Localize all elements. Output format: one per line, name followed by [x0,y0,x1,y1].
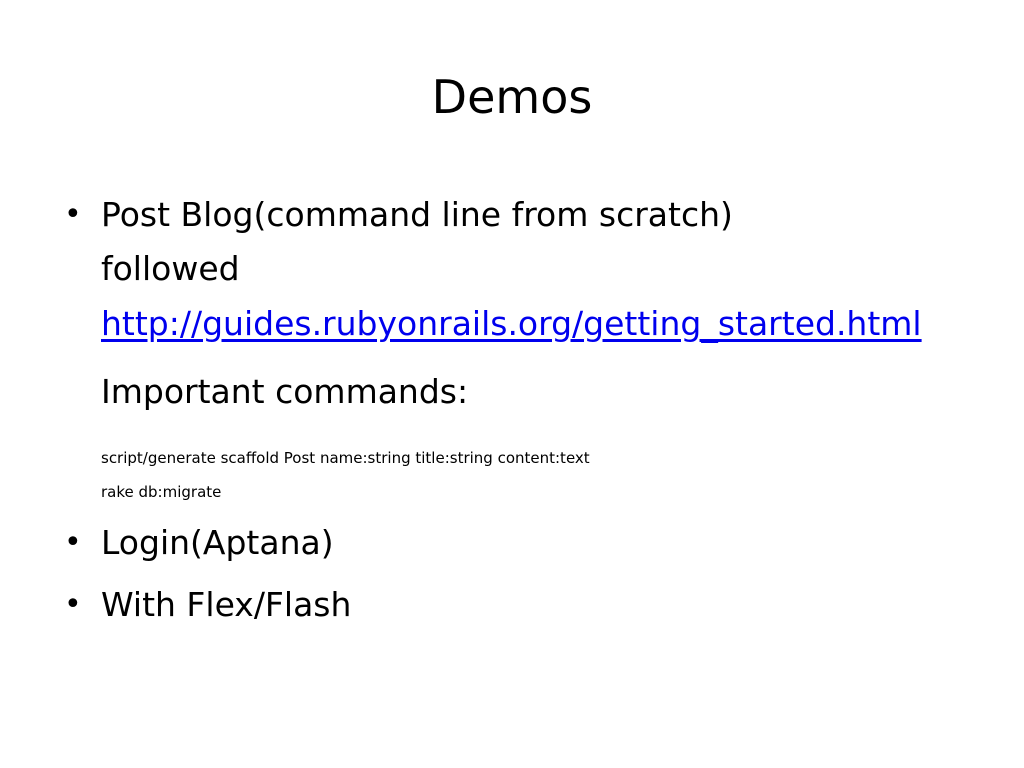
command-scaffold: script/generate scaffold Post name:strin… [101,449,590,467]
slide-title: Demos [431,70,593,124]
command-migrate: rake db:migrate [101,483,222,501]
bullet-flex-flash: • With Flex/Flash [60,578,980,632]
bullet-dot-icon: • [64,197,82,232]
bullet-text-line2: followed [101,249,240,288]
bullet-dot-icon: • [64,525,82,560]
bullet-dot-icon: • [64,587,82,622]
bullet-text-line1: Post Blog(command line from scratch) [101,195,733,234]
important-commands-heading: Important commands: [101,372,469,411]
getting-started-link[interactable]: http://guides.rubyonrails.org/getting_st… [101,304,922,343]
bullet-text: With Flex/Flash [101,585,352,624]
bullet-text: Login(Aptana) [101,523,334,562]
bullet-list: • Post Blog(command line from scratch) f… [60,188,980,632]
bullet-post-blog: • Post Blog(command line from scratch) f… [60,188,980,502]
bullet-login: • Login(Aptana) [60,516,980,570]
